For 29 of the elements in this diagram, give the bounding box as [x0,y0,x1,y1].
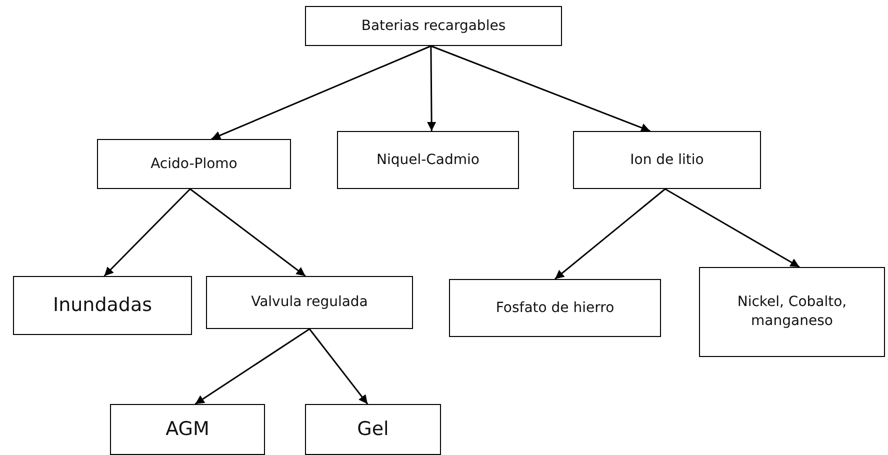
arrow [427,46,436,131]
box-label: Acido-Plomo [150,154,238,174]
category-box [573,131,761,189]
arrow [211,45,432,140]
box-label: Ion de litio [630,150,704,170]
arrow [430,45,650,132]
box-label: Valvula regulada [251,293,368,312]
category-box [305,404,441,455]
box-label: AGM [166,416,210,442]
category-box [97,139,291,189]
box-label: Fosfato de hierro [496,298,614,318]
category-box [449,279,661,337]
arrow [104,188,191,277]
box-label: Niquel-Cadmio [376,150,480,170]
box-label: Inundadas [52,292,152,318]
box-label: Gel [357,416,389,442]
category-box [110,404,265,455]
arrow [190,188,306,277]
box-label: Baterias recargables [361,16,506,36]
category-box [699,267,885,357]
arrow [554,188,666,280]
arrow [194,328,310,405]
box-label: Nickel, Cobalto, manganeso [736,293,848,331]
arrow [308,328,368,404]
category-box [305,6,562,46]
category-box [13,276,192,335]
category-box [337,131,519,189]
category-box [206,276,413,329]
arrow [664,188,800,268]
